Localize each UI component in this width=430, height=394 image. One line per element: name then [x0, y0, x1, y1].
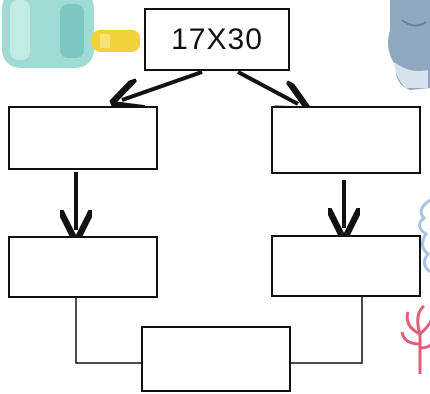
arrow-root-to-right: [237, 70, 298, 104]
connector-right-to-result: [290, 297, 363, 364]
arrow-root-to-left: [122, 70, 203, 100]
right-step1-box[interactable]: [271, 106, 421, 174]
bottle-illustration: [2, 0, 140, 68]
leaf-illustration: [418, 198, 430, 274]
left-step1-box[interactable]: [8, 106, 158, 170]
connector-left-to-result: [75, 298, 142, 364]
result-box[interactable]: [141, 326, 291, 392]
pet-illustration: [388, 0, 430, 90]
left-step2-box[interactable]: [8, 236, 158, 298]
root-expression-box: 17X30: [144, 8, 290, 71]
root-expression-text: 17X30: [171, 22, 263, 56]
right-step2-box[interactable]: [271, 235, 421, 297]
flower-illustration: [400, 304, 430, 374]
